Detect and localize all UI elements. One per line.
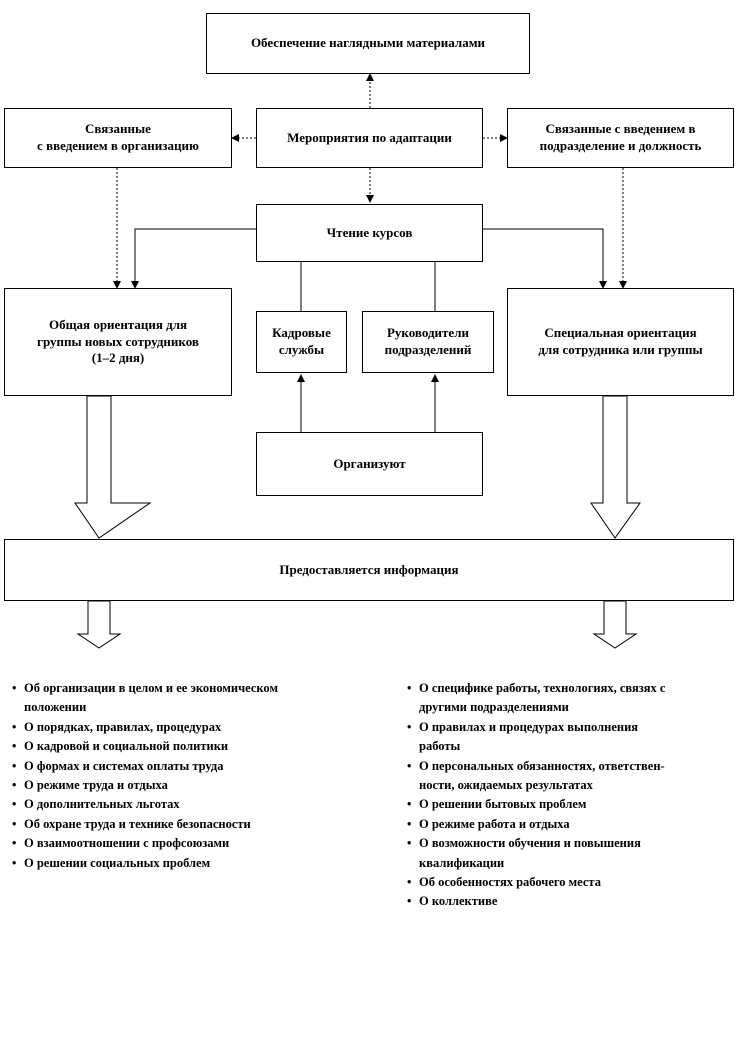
bullet-icon: •	[12, 855, 17, 870]
courses-label: Чтение курсов	[326, 224, 413, 240]
list-item: •О дополнительных льготах	[12, 795, 364, 814]
bullet-icon: •	[407, 836, 412, 851]
list-item: •Об организации в целом и ее экономическ…	[12, 681, 278, 715]
bullet-icon: •	[12, 681, 17, 695]
activities-label: Мероприятия по адаптации	[287, 129, 452, 145]
hr-box: Кадровые службы	[256, 311, 347, 373]
list-item: •О персональных обязанностях, ответствен…	[407, 758, 665, 793]
bullet-icon: •	[12, 816, 17, 831]
related-org-box: Связанные с введением в организацию	[4, 108, 232, 168]
special-orientation-box: Специальная ориентация для сотрудника ил…	[507, 288, 734, 396]
bullet-icon: •	[12, 836, 17, 851]
related-div-box: Связанные с введением в подразделение и …	[507, 108, 734, 168]
organize-box: Организуют	[256, 432, 483, 496]
list-item: •О взаимоотношении с профсоюзами	[12, 834, 364, 853]
list-item: •О порядках, правилах, процедурах	[12, 718, 364, 737]
list-item: •О специфике работы, технологиях, связях…	[407, 681, 666, 715]
special-line-2: для сотрудника или группы	[538, 342, 703, 357]
list-item: •О коллективе	[407, 892, 727, 911]
arrow-courses-to-special	[483, 228, 607, 289]
materials-label: Обеспечение наглядными материалами	[250, 35, 486, 51]
related-div-line-2: подразделение и должность	[539, 138, 702, 153]
bullet-icon: •	[407, 758, 412, 773]
arrow-courses-to-general	[131, 228, 256, 289]
hollow-arrow-left-bottom	[76, 600, 122, 649]
bullet-icon: •	[407, 719, 412, 734]
materials-box: Обеспечение наглядными материалами	[206, 13, 530, 74]
hr-line-1: Кадровые	[272, 325, 331, 341]
activities-box: Мероприятия по адаптации	[256, 108, 483, 168]
hr-line-2: службы	[278, 342, 325, 357]
bullet-icon: •	[407, 816, 412, 831]
hollow-arrow-right-bottom	[592, 600, 638, 649]
list-item: •О решении социальных проблем	[12, 854, 364, 873]
heads-line-2: подразделений	[384, 342, 472, 357]
list-item: •О режиме труда и отдыха	[12, 776, 364, 795]
special-line-1: Специальная ориентация	[544, 325, 697, 341]
bullet-icon: •	[12, 739, 17, 754]
related-div-line-1: Связанные с введением в	[545, 121, 696, 137]
right-info-list: •О специфике работы, технологиях, связях…	[407, 679, 727, 912]
info-label: Предоставляется информация	[279, 561, 459, 577]
bullet-icon: •	[407, 797, 412, 812]
bullet-icon: •	[12, 719, 17, 734]
list-item: •Об охране труда и технике безопасности	[12, 815, 364, 834]
heads-line-1: Руководители	[386, 325, 469, 341]
general-orientation-box: Общая ориентация для группы новых сотруд…	[4, 288, 232, 396]
courses-box: Чтение курсов	[256, 204, 483, 262]
general-line-1: Общая ориентация для	[48, 316, 188, 332]
general-line-3: (1–2 дня)	[91, 350, 145, 366]
related-org-line-1: Связанные	[85, 121, 151, 137]
bullet-icon: •	[12, 778, 17, 793]
left-info-list: •Об организации в целом и ее экономическ…	[12, 679, 364, 873]
general-line-2: группы новых сотрудников	[37, 333, 199, 349]
list-item: •О решении бытовых проблем	[407, 795, 727, 814]
related-org-line-2: с введением в организацию	[37, 138, 199, 153]
info-box: Предоставляется информация	[4, 539, 734, 601]
organize-label: Организуют	[333, 455, 406, 471]
list-item: •О режиме работа и отдыха	[407, 815, 727, 834]
hollow-arrow-right-top	[590, 395, 641, 539]
list-item: •О формах и системах оплаты труда	[12, 757, 364, 776]
heads-box: Руководители подразделений	[362, 311, 494, 373]
bullet-icon: •	[407, 875, 412, 890]
hollow-arrow-left-top	[74, 395, 152, 539]
bullet-icon: •	[407, 681, 412, 695]
bullet-icon: •	[12, 758, 17, 773]
list-item: •Об особенностях рабочего места	[407, 873, 727, 892]
bullet-icon: •	[12, 797, 17, 812]
bullet-icon: •	[407, 894, 412, 909]
list-item: •О кадровой и социальной политики	[12, 737, 364, 756]
